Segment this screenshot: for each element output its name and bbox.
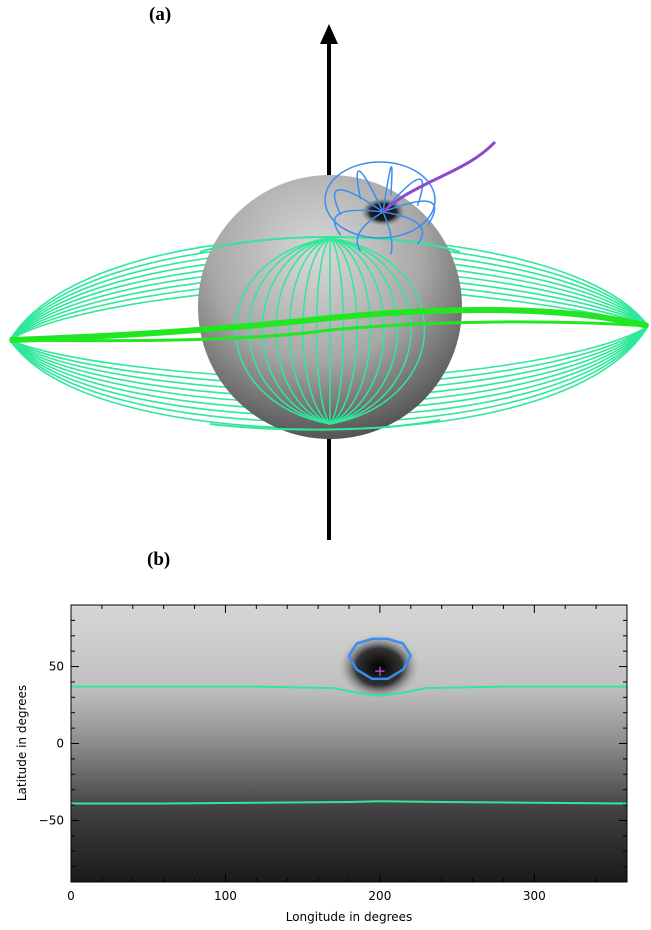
- y-axis-title: Latitude in degrees: [15, 685, 29, 801]
- meridian-field-line: [275, 237, 331, 425]
- panel-a-figure: [8, 24, 650, 540]
- x-tick-label: 300: [523, 889, 546, 903]
- neutral-line-south: [71, 800, 627, 805]
- meridian-field-line: [315, 237, 331, 425]
- closed-loops: [324, 161, 436, 255]
- x-tick-label: 200: [368, 889, 391, 903]
- y-tick-label: −50: [39, 813, 64, 827]
- closed-region-boundary: [347, 637, 413, 681]
- current-sheet: [9, 306, 649, 343]
- closed-loop: [382, 211, 393, 255]
- y-tick-label: 0: [56, 737, 64, 751]
- meridian-field-line: [329, 237, 426, 425]
- streamer-top-edge: [199, 236, 461, 253]
- open-field-line: [381, 140, 497, 214]
- closed-loop: [333, 189, 384, 216]
- panel-a-label: (a): [149, 4, 172, 25]
- spot-shade: [337, 633, 421, 701]
- closed-loop: [356, 170, 384, 213]
- meridian-field-line: [329, 237, 399, 425]
- x-tick-label: 100: [214, 889, 237, 903]
- streamer-bottom-edge: [209, 419, 441, 431]
- x-axis-title: Longitude in degrees: [286, 910, 413, 924]
- y-tick-label: 50: [49, 660, 64, 674]
- meridian-field-line: [329, 237, 412, 425]
- closed-loop-outer: [324, 161, 436, 239]
- current-sheet-lower: [9, 320, 649, 343]
- neutral-line-north: [71, 685, 627, 697]
- closed-loop: [356, 211, 384, 252]
- closed-loop: [382, 178, 424, 213]
- closed-loop: [382, 200, 436, 226]
- meridian-field-line: [288, 237, 331, 425]
- meridian-field-line: [248, 237, 331, 425]
- meridian-field-line: [329, 237, 372, 425]
- axis-arrowhead: [320, 24, 338, 44]
- meridian-field-line: [329, 237, 358, 425]
- x-tick-label: 0: [67, 889, 75, 903]
- meridian-field-line: [261, 237, 331, 425]
- meridian-field-line: [302, 237, 331, 425]
- closed-loop: [382, 166, 393, 213]
- closed-loop: [382, 211, 424, 245]
- spot-center-marker: +: [374, 662, 387, 680]
- meridian-field-line: [329, 237, 385, 425]
- panel-b-label: (b): [147, 549, 171, 570]
